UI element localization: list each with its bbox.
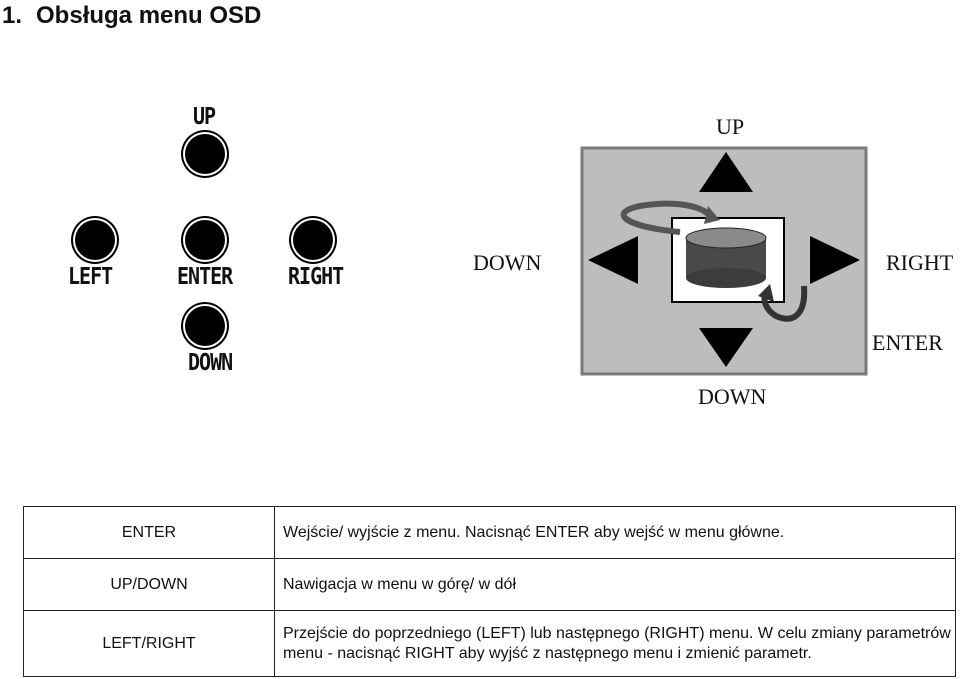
rotate-arrow-icon	[620, 200, 713, 235]
left-arrow-icon	[588, 236, 638, 284]
button-layout-diagram: UP LEFT ENTER RIGHT DOWN	[60, 100, 360, 380]
left-button-label: LEFT	[68, 262, 113, 290]
description-cell: Nawigacja w menu w górę/ w dół	[274, 558, 956, 611]
left-button	[75, 220, 115, 260]
enter-button	[185, 220, 225, 260]
up-button-label: UP	[193, 102, 216, 130]
description-cell: Wejście/ wyjście z menu. Nacisnąć ENTER …	[274, 506, 956, 559]
panel-down-bottom-label: DOWN	[698, 384, 767, 409]
right-arrow-icon	[810, 236, 860, 284]
panel-enter-label: ENTER	[872, 330, 943, 355]
rotate-arrowhead-icon	[704, 206, 720, 224]
table-row: ENTER Wejście/ wyjście z menu. Nacisnąć …	[23, 506, 956, 559]
section-number: 1.	[2, 2, 23, 29]
panel-down-left-label: DOWN	[473, 250, 542, 275]
key-cell: ENTER	[23, 506, 275, 559]
description-cell: Przejście do poprzedniego (LEFT) lub nas…	[274, 610, 956, 677]
control-panel-diagram: UP DOWN RIGHT ENTER DOWN	[470, 108, 960, 418]
enter-hook-arrowhead-icon	[758, 284, 774, 302]
table-row: LEFT/RIGHT Przejście do poprzedniego (LE…	[23, 610, 956, 677]
key-cell: UP/DOWN	[23, 558, 275, 611]
enter-drum-icon	[685, 227, 767, 288]
section-title: Obsługa menu OSD	[36, 2, 262, 29]
panel-up-label: UP	[716, 114, 745, 139]
key-function-table: ENTER Wejście/ wyjście z menu. Nacisnąć …	[23, 506, 956, 677]
section-heading: 1. Obsługa menu OSD	[2, 2, 261, 30]
key-cell: LEFT/RIGHT	[23, 610, 275, 677]
enter-hook-arrow-icon	[761, 285, 808, 322]
right-button	[293, 220, 333, 260]
up-button	[185, 134, 225, 174]
down-button-label: DOWN	[188, 348, 233, 376]
enter-button-label: ENTER	[177, 262, 233, 290]
down-arrow-icon	[699, 328, 753, 367]
right-button-label: RIGHT	[288, 262, 344, 290]
table-row: UP/DOWN Nawigacja w menu w górę/ w dół	[23, 558, 956, 611]
panel-graphic	[580, 146, 868, 376]
down-button	[185, 306, 225, 346]
up-arrow-icon	[699, 152, 753, 192]
panel-right-label: RIGHT	[886, 250, 954, 275]
